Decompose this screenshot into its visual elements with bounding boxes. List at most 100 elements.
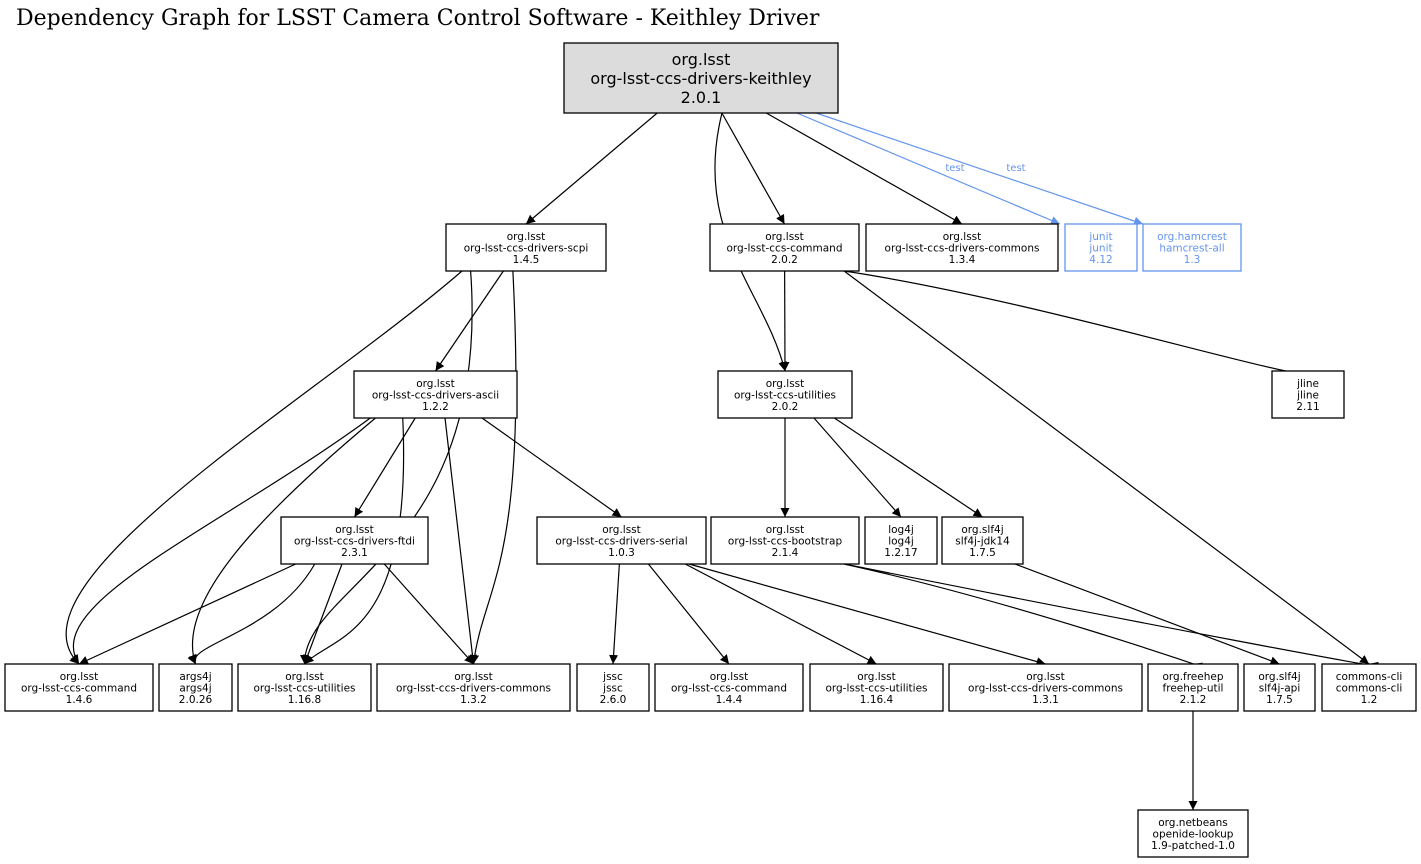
- node-box[interactable]: [948, 663, 1143, 712]
- node-artifact: org-lsst-ccs-command: [727, 243, 843, 255]
- node-box[interactable]: [865, 223, 1059, 272]
- node-group: org.lsst: [710, 671, 749, 683]
- node-box[interactable]: [158, 663, 233, 712]
- node-version: 1.4.6: [66, 694, 93, 706]
- node-version: 1.9-patched-1.0: [1151, 840, 1235, 852]
- edge-label: test: [945, 163, 964, 174]
- node-group: org.lsst: [943, 231, 982, 243]
- edge-serial-to-commons131: [688, 563, 1046, 666]
- node-box[interactable]: [1243, 663, 1316, 712]
- node-version: 1.3.2: [460, 694, 487, 706]
- edge-serial-to-utilities1164: [684, 563, 877, 665]
- node-group: jssc: [602, 671, 623, 683]
- node-group: args4j: [179, 671, 211, 683]
- node-box[interactable]: [809, 663, 944, 712]
- node-commons131[interactable]: org.lsstorg-lsst-ccs-drivers-commons1.3.…: [948, 663, 1143, 712]
- node-version: 1.3.4: [949, 254, 976, 266]
- node-artifact: org-lsst-ccs-utilities: [825, 683, 927, 695]
- node-group: org.lsst: [285, 671, 324, 683]
- node-artifact: org-lsst-ccs-drivers-commons: [885, 243, 1040, 255]
- node-box[interactable]: [280, 516, 429, 565]
- node-box[interactable]: [536, 516, 707, 565]
- node-box[interactable]: [1271, 370, 1345, 419]
- node-artifact: org-lsst-ccs-utilities: [253, 683, 355, 695]
- edge-label: test: [1006, 163, 1025, 174]
- node-artifact: args4j: [179, 683, 211, 695]
- node-group: org.lsst: [454, 671, 493, 683]
- node-box[interactable]: [717, 370, 853, 419]
- node-box[interactable]: [709, 223, 860, 272]
- edge-scpi-to-command146: [65, 270, 463, 665]
- node-commons132[interactable]: org.lsstorg-lsst-ccs-drivers-commons1.3.…: [376, 663, 571, 712]
- node-group: commons-cli: [1336, 671, 1403, 683]
- edge-ftdi-to-args4j: [187, 563, 316, 665]
- edge-keithley-to-junit: [796, 112, 1061, 225]
- node-box[interactable]: [1142, 223, 1242, 272]
- node-version: 2.0.2: [772, 401, 799, 413]
- node-commons134[interactable]: org.lsstorg-lsst-ccs-drivers-commons1.3.…: [865, 223, 1059, 272]
- node-box[interactable]: [864, 516, 938, 565]
- node-box[interactable]: [576, 663, 650, 712]
- node-box[interactable]: [1147, 663, 1239, 712]
- node-artifact: slf4j-api: [1259, 683, 1301, 695]
- node-box[interactable]: [353, 370, 518, 419]
- node-artifact: org-lsst-ccs-command: [21, 683, 137, 695]
- node-artifact: org-lsst-ccs-bootstrap: [728, 536, 843, 548]
- edge-ftdi-to-command146: [78, 563, 296, 665]
- node-box[interactable]: [445, 223, 607, 272]
- edge-ascii-to-ftdi: [353, 417, 416, 518]
- node-box[interactable]: [4, 663, 154, 712]
- node-group: org.hamcrest: [1157, 231, 1227, 243]
- node-box[interactable]: [376, 663, 571, 712]
- node-box[interactable]: [563, 42, 839, 114]
- node-artifact: org-lsst-ccs-drivers-ftdi: [294, 536, 415, 548]
- node-keithley[interactable]: org.lsstorg-lsst-ccs-drivers-keithley2.0…: [563, 42, 839, 114]
- node-version: 1.2.2: [422, 401, 449, 413]
- node-version: 1.7.5: [1266, 694, 1293, 706]
- node-box[interactable]: [237, 663, 372, 712]
- node-artifact: org-lsst-ccs-drivers-commons: [968, 683, 1123, 695]
- node-version: 1.7.5: [969, 547, 996, 559]
- node-box[interactable]: [654, 663, 804, 712]
- edge-ftdi-to-commons132: [383, 563, 474, 665]
- node-group: org.lsst: [416, 378, 455, 390]
- edge-scpi-to-commons132: [470, 270, 517, 665]
- node-box[interactable]: [1064, 223, 1138, 272]
- node-openide[interactable]: org.netbeansopenide-lookup1.9-patched-1.…: [1137, 809, 1249, 858]
- node-group: org.slf4j: [1258, 671, 1300, 683]
- edge-serial-to-command144: [647, 563, 730, 665]
- node-artifact: hamcrest-all: [1159, 243, 1224, 255]
- node-box[interactable]: [710, 516, 860, 565]
- node-group: org.lsst: [1026, 671, 1065, 683]
- edge-slf4jjdk14-to-slf4japi: [1014, 563, 1280, 666]
- edge-ascii-to-command146: [70, 417, 371, 665]
- node-box[interactable]: [941, 516, 1024, 565]
- node-version: 1.16.4: [860, 694, 894, 706]
- node-box[interactable]: [1321, 663, 1417, 712]
- node-artifact: org-lsst-ccs-utilities: [734, 390, 836, 402]
- node-group: org.freehep: [1162, 671, 1223, 683]
- node-box[interactable]: [1137, 809, 1249, 858]
